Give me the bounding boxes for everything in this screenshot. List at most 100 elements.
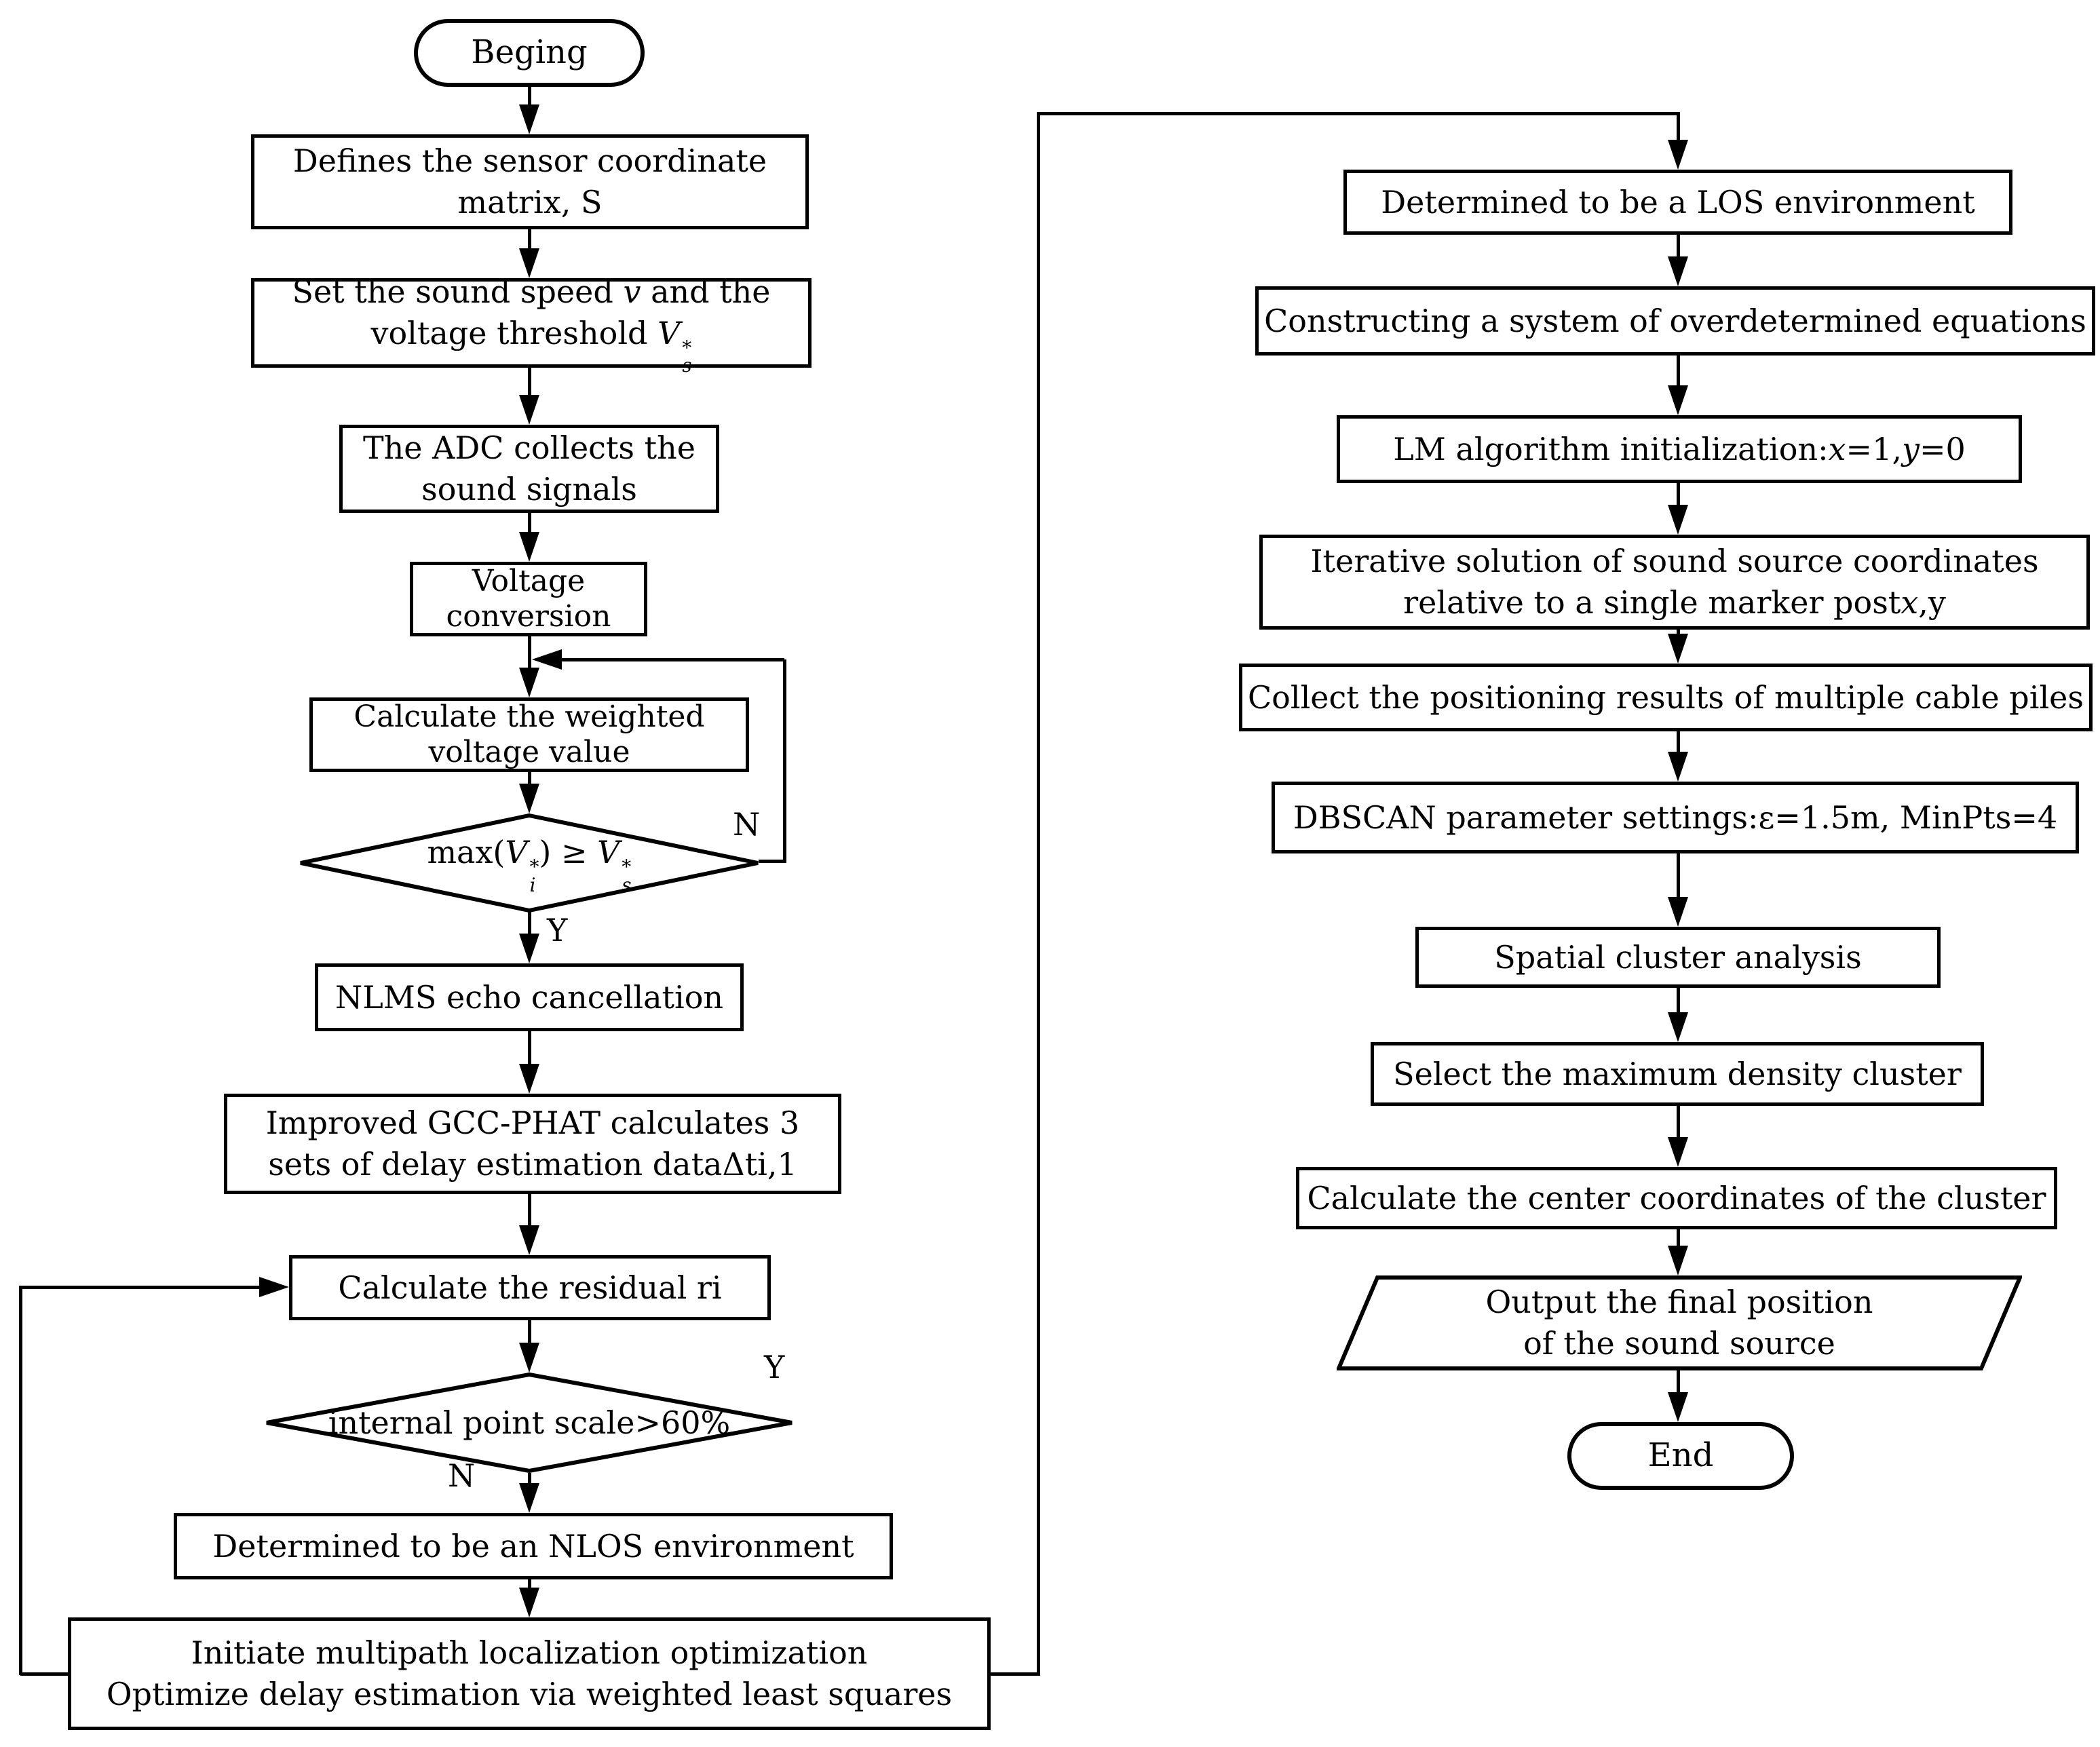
arrowhead-output-end — [1668, 1392, 1688, 1422]
edge-d1-n-seg3 — [560, 657, 784, 661]
node-define-sensor-matrix-line1: Defines the sensor coordinate — [292, 142, 767, 180]
arrowhead-voltage-weighted — [519, 668, 539, 697]
d1-var-Vi: V — [505, 834, 528, 871]
node-begin: Beging — [414, 19, 645, 87]
arrowhead-gcc-residual — [519, 1225, 539, 1255]
arrowhead-select-center — [1668, 1137, 1688, 1167]
threshold-var-V: V — [657, 314, 681, 351]
d1-sub2: s — [622, 873, 632, 896]
lm-var-y: y — [1901, 430, 1920, 467]
edge-nlms-gcc — [527, 1031, 531, 1065]
edge-nlos-multipath — [527, 1579, 531, 1589]
edge-top-los — [1676, 113, 1680, 141]
arrowhead-dbscan-spatial — [1668, 897, 1688, 927]
edge-d2-nlos — [527, 1473, 531, 1484]
node-voltage-conversion-line1: Voltage — [472, 564, 586, 599]
arrowhead-defines-speed — [519, 248, 539, 278]
d1-sup2: * — [622, 856, 632, 879]
arrowhead-spatial-select — [1668, 1012, 1688, 1042]
decision-voltage-threshold: max(V*i) ≥ V*s — [299, 813, 760, 913]
arrowhead-residual-d2 — [519, 1343, 539, 1372]
node-set-sound-speed: Set the sound speed v and the voltage th… — [251, 273, 812, 375]
edge-defines-speed — [527, 228, 531, 250]
edge-d1-nlms — [527, 912, 531, 935]
edge-constructing-lm — [1676, 356, 1680, 387]
node-calc-weighted-voltage-line2: voltage value — [428, 735, 630, 769]
node-voltage-conversion: Voltage conversion — [410, 562, 647, 636]
arrowhead-speed-adc — [519, 395, 539, 425]
node-define-sensor-matrix: Defines the sensor coordinate matrix, S — [251, 134, 809, 229]
node-multipath-optimization: Initiate multipath localization optimiza… — [68, 1617, 991, 1730]
arrowhead-multipath-residual — [259, 1277, 289, 1297]
d1-var-Vs: V — [597, 834, 620, 871]
arrowhead-iterative-collect — [1668, 634, 1688, 664]
node-residual-label: Calculate the residual ri — [338, 1269, 722, 1306]
d1-sup1: * — [529, 856, 539, 879]
d1-supsub-s: *s — [622, 858, 631, 894]
edge-weighted-d1 — [527, 772, 531, 786]
d1-pre: max( — [427, 834, 505, 871]
edge-residual-d2 — [527, 1320, 531, 1344]
arrowhead-begin-defines — [519, 104, 539, 134]
iter-var-x: x — [1901, 584, 1919, 621]
arrowhead-lm-iterative — [1668, 505, 1688, 535]
node-set-sound-speed-line2: voltage threshold V*s — [370, 313, 691, 375]
edge-output-end — [1676, 1370, 1680, 1394]
threshold-text: voltage threshold — [370, 314, 658, 351]
node-output-position-label: Output the final position of the sound s… — [1337, 1275, 2022, 1370]
d2-text: internal point scale>60% — [328, 1404, 731, 1441]
arrowhead-weighted-d1 — [519, 784, 539, 813]
lm-eq2: =0 — [1919, 430, 1966, 467]
node-gcc-phat-line2: sets of delay estimation dataΔti,1 — [268, 1146, 797, 1183]
node-lm-init-label: LM algorithm initialization:x=1,y=0 — [1393, 429, 1966, 470]
arrowhead-nlos-multipath — [519, 1588, 539, 1617]
node-overdetermined-equations-label: Constructing a system of overdetermined … — [1264, 302, 2086, 339]
d1-geq: ) ≥ — [539, 834, 598, 871]
arrowhead-top-los — [1668, 140, 1688, 170]
edge-spatial-select — [1676, 988, 1680, 1014]
arrowhead-constructing-lm — [1668, 385, 1688, 415]
edge-gcc-residual — [527, 1194, 531, 1227]
arrowhead-collect-dbscan — [1668, 752, 1688, 782]
label-d1-yes: Y — [547, 912, 568, 948]
diamond-shape — [300, 813, 759, 913]
d1-supsub-i: *i — [530, 858, 539, 894]
node-select-max-density-label: Select the maximum density cluster — [1393, 1055, 1962, 1092]
node-iterative-solution-line2: relative to a single marker postx,y — [1403, 582, 1946, 623]
arrowhead-d2-nlos — [519, 1483, 539, 1513]
node-gcc-phat: Improved GCC-PHAT calculates 3 sets of d… — [224, 1094, 841, 1194]
node-adc-collects-line1: The ADC collects the — [363, 429, 695, 467]
node-lm-init: LM algorithm initialization:x=1,y=0 — [1337, 415, 2022, 483]
node-output-line2: of the sound source — [1523, 1325, 1835, 1362]
node-nlos-label: Determined to be an NLOS environment — [212, 1527, 854, 1564]
node-begin-label: Beging — [471, 33, 588, 72]
edge-los-constructing — [1676, 235, 1680, 258]
arrowhead-center-output — [1668, 1246, 1688, 1275]
speed-text-pre: Set the sound speed — [292, 273, 624, 310]
edge-multipath-los-seg2 — [1036, 111, 1040, 1676]
node-voltage-conversion-line2: conversion — [446, 599, 611, 634]
node-adc-collects-line2: sound signals — [421, 471, 637, 507]
label-d2-yes: Y — [764, 1349, 785, 1385]
decision-voltage-threshold-label: max(V*i) ≥ V*s — [299, 813, 760, 913]
arrowhead-d1-n-loop — [532, 649, 562, 670]
edge-multipath-los-seg3 — [1036, 111, 1680, 115]
node-overdetermined-equations: Constructing a system of overdetermined … — [1255, 286, 2095, 356]
d1-sub1: i — [529, 873, 536, 896]
edge-multipath-los-seg1 — [989, 1672, 1039, 1676]
d1-formula: max(V*i) ≥ V*s — [427, 832, 631, 894]
node-nlms: NLMS echo cancellation — [315, 963, 744, 1031]
node-los-label: Determined to be a LOS environment — [1381, 183, 1975, 220]
node-define-sensor-matrix-line2: matrix, S — [457, 184, 603, 220]
edge-begin-defines — [527, 87, 531, 106]
edge-center-output — [1676, 1229, 1680, 1247]
speed-text-post: and the — [641, 273, 771, 310]
edge-select-center — [1676, 1106, 1680, 1138]
edge-lm-iterative — [1676, 483, 1680, 506]
node-calc-weighted-voltage: Calculate the weighted voltage value — [309, 697, 749, 772]
lm-var-x: x — [1828, 430, 1846, 467]
node-select-max-density: Select the maximum density cluster — [1371, 1042, 1984, 1106]
node-nlms-label: NLMS echo cancellation — [335, 978, 724, 1016]
node-spatial-cluster-label: Spatial cluster analysis — [1494, 938, 1862, 976]
edge-multipath-residual-seg2 — [18, 1286, 22, 1675]
